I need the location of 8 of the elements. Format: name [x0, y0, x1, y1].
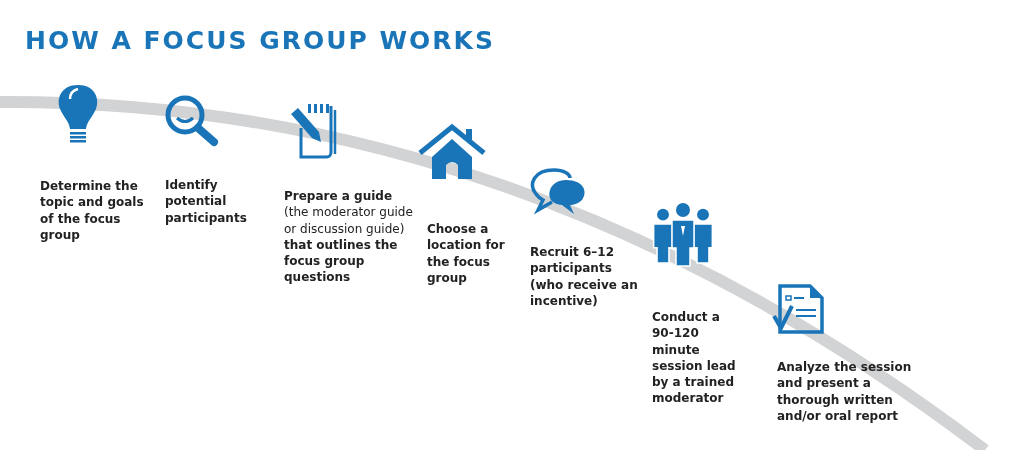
step-text: Identify potential participants	[165, 177, 265, 226]
step-text: Conduct a 90-120 minute session lead by a trained moderator	[652, 309, 742, 407]
step-text: Analyze the session and present a thorough written and/or oral report	[777, 359, 912, 425]
step-text: Recruit 6–12 participants (who receive an incentive)	[530, 244, 645, 310]
step-text: Determine the topic and goals of the focus group	[40, 178, 150, 244]
step-text: Prepare a guide (the moderator guide or discussion guide) that outlines the focus group questions	[284, 188, 414, 286]
title: HOW A FOCUS GROUP WORKS	[25, 26, 495, 55]
step-text: Choose a location for the focus group	[427, 221, 507, 287]
